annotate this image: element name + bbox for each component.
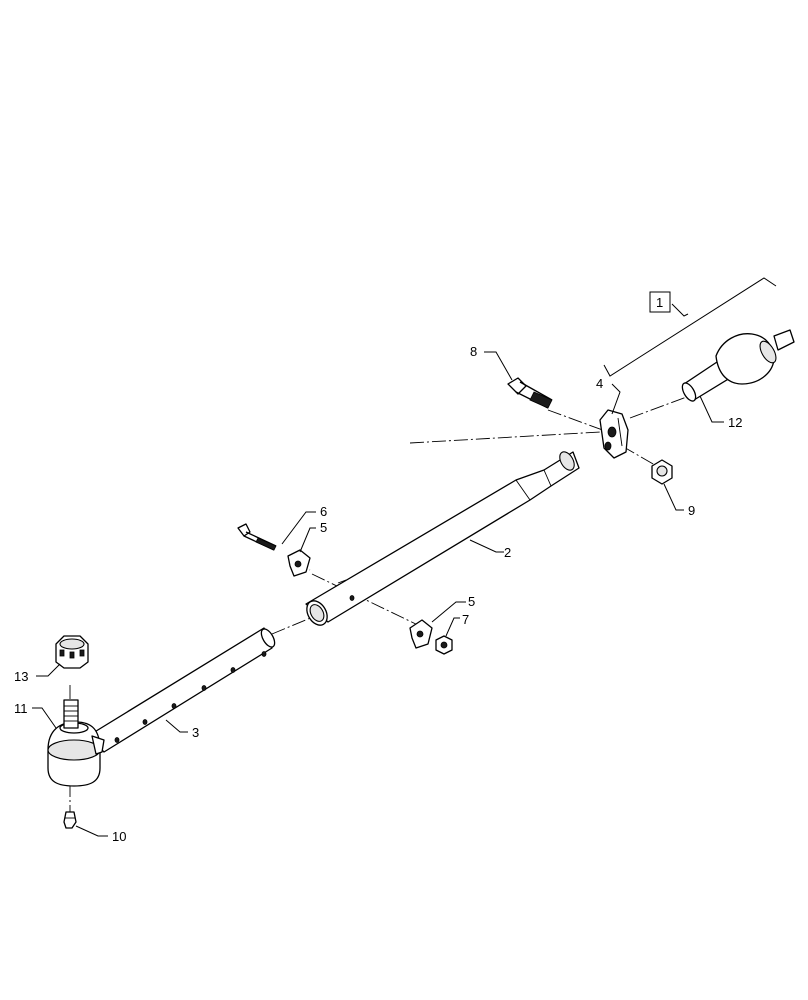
clamp-part-4 (599, 409, 629, 459)
callout-4: 4 (596, 376, 603, 391)
callout-7: 7 (462, 612, 469, 627)
center-lines (69, 391, 701, 812)
callout-box-1 (649, 291, 671, 313)
tie-rod-end-part-11 (47, 699, 105, 787)
callout-11: 11 (14, 701, 28, 716)
clamp-plate-part-5-upper (287, 549, 311, 577)
callout-5-lower: 5 (468, 594, 475, 609)
callout-2: 2 (504, 545, 511, 560)
callout-3: 3 (192, 725, 199, 740)
clamp-plate-part-5-lower (409, 619, 433, 649)
assembly-bracket (603, 277, 777, 377)
bolt-part-6 (237, 523, 277, 551)
tube-part-2 (305, 451, 580, 626)
callout-9: 9 (688, 503, 695, 518)
callout-8: 8 (470, 344, 477, 359)
callout-13: 13 (14, 669, 28, 684)
inner-tie-rod-part-12 (681, 329, 795, 402)
callout-5-upper: 5 (320, 520, 327, 535)
rod-part-3 (87, 627, 276, 753)
nut-part-7 (435, 635, 453, 655)
callout-10: 10 (112, 829, 126, 844)
bolt-part-8 (507, 377, 553, 409)
leader-lines (32, 351, 724, 837)
grease-fitting-part-10 (63, 811, 77, 829)
callout-12: 12 (728, 415, 742, 430)
callout-1: 1 (656, 295, 663, 310)
callout-6: 6 (320, 504, 327, 519)
nut-part-9 (651, 459, 673, 485)
callout-labels: 1 2 3 4 5 5 6 7 8 9 10 11 12 13 (14, 291, 742, 844)
castle-nut-part-13 (55, 635, 89, 669)
